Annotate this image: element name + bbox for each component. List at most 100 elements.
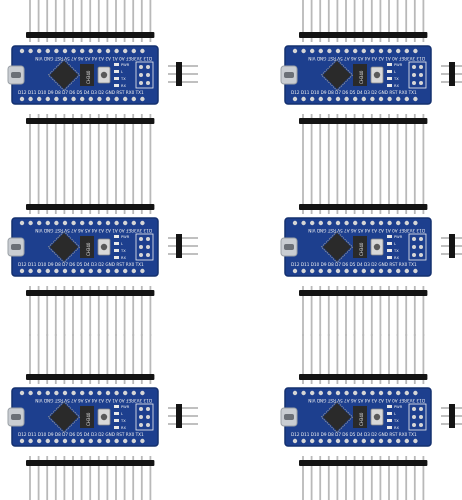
board-bottom-right-header-bottom bbox=[299, 456, 428, 500]
board-bottom-right-header-top bbox=[299, 334, 428, 384]
led-label: L bbox=[394, 70, 396, 74]
led-label: L bbox=[394, 412, 396, 416]
board-bottom-left: D13 3V3REF A0 A1 A2 A3 A4 A5 A6 A7 5V RS… bbox=[7, 334, 198, 500]
board-bottom-right-header-side bbox=[441, 404, 462, 428]
led-label: RX bbox=[121, 256, 126, 260]
icsp-pads bbox=[408, 233, 427, 261]
led-label: L bbox=[121, 412, 123, 416]
silkscreen-bottom: D12 D11 D10 D9 D8 D7 D6 D5 D4 D3 D2 GND … bbox=[18, 262, 144, 267]
board-middle-left-header-top bbox=[26, 164, 155, 214]
led-label: TX bbox=[120, 249, 126, 253]
led bbox=[114, 77, 119, 80]
led bbox=[387, 412, 392, 415]
silkscreen-top: D13 3V3REF A0 A1 A2 A3 A4 A5 A6 A7 5V RS… bbox=[35, 398, 152, 403]
board-top-right-header-bottom bbox=[299, 114, 428, 164]
led bbox=[114, 256, 119, 259]
led bbox=[387, 256, 392, 259]
led-label: PWR bbox=[121, 405, 130, 409]
silkscreen-bottom: D12 D11 D10 D9 D8 D7 D6 D5 D4 D3 D2 GND … bbox=[291, 262, 417, 267]
silkscreen-bottom: D12 D11 D10 D9 D8 D7 D6 D5 D4 D3 D2 GND … bbox=[18, 90, 144, 95]
microcontroller-chip bbox=[322, 402, 352, 432]
usb-serial-chip bbox=[353, 64, 367, 86]
led bbox=[114, 63, 119, 66]
led bbox=[387, 84, 392, 87]
chip-label: CH340 bbox=[86, 70, 91, 84]
led-label: L bbox=[121, 242, 123, 246]
board-middle-right-header-side bbox=[441, 234, 462, 258]
board-top-left-header-side bbox=[168, 62, 198, 86]
board-top-right-header-side bbox=[441, 62, 462, 86]
icsp-pads bbox=[408, 61, 427, 89]
led bbox=[114, 419, 119, 422]
led-label: PWR bbox=[121, 63, 130, 67]
led bbox=[114, 84, 119, 87]
led bbox=[114, 426, 119, 429]
led bbox=[114, 70, 119, 73]
board-top-right-header-top bbox=[299, 0, 428, 42]
usb-serial-chip bbox=[353, 406, 367, 428]
silkscreen-bottom: D12 D11 D10 D9 D8 D7 D6 D5 D4 D3 D2 GND … bbox=[18, 432, 144, 437]
usb-serial-chip bbox=[80, 406, 94, 428]
icsp-pads bbox=[135, 61, 154, 89]
icsp-pads bbox=[135, 403, 154, 431]
board-bottom-right: D13 3V3REF A0 A1 A2 A3 A4 A5 A6 A7 5V RS… bbox=[280, 334, 462, 500]
led bbox=[114, 242, 119, 245]
led bbox=[114, 412, 119, 415]
led-label: TX bbox=[393, 419, 399, 423]
microcontroller-chip bbox=[49, 60, 79, 90]
board-bottom-left-header-bottom bbox=[26, 456, 155, 500]
led-label: PWR bbox=[394, 405, 403, 409]
led bbox=[387, 249, 392, 252]
led-label: RX bbox=[394, 426, 399, 430]
board-top-right: D13 3V3REF A0 A1 A2 A3 A4 A5 A6 A7 5V RS… bbox=[280, 0, 462, 164]
usb-serial-chip bbox=[353, 236, 367, 258]
icsp-pads bbox=[135, 233, 154, 261]
led bbox=[387, 242, 392, 245]
board-middle-right-header-bottom bbox=[299, 286, 428, 336]
silkscreen-top: D13 3V3REF A0 A1 A2 A3 A4 A5 A6 A7 5V RS… bbox=[308, 56, 425, 61]
chip-label: CH340 bbox=[359, 242, 364, 256]
led-label: RX bbox=[394, 84, 399, 88]
board-middle-right-header-top bbox=[299, 164, 428, 214]
silkscreen-top: D13 3V3REF A0 A1 A2 A3 A4 A5 A6 A7 5V RS… bbox=[308, 228, 425, 233]
led-label: RX bbox=[121, 84, 126, 88]
silkscreen-bottom: D12 D11 D10 D9 D8 D7 D6 D5 D4 D3 D2 GND … bbox=[291, 432, 417, 437]
led-label: L bbox=[394, 242, 396, 246]
led-label: TX bbox=[120, 77, 126, 81]
chip-label: CH340 bbox=[359, 412, 364, 426]
led bbox=[114, 235, 119, 238]
led bbox=[114, 405, 119, 408]
silkscreen-top: D13 3V3REF A0 A1 A2 A3 A4 A5 A6 A7 5V RS… bbox=[308, 398, 425, 403]
led bbox=[387, 426, 392, 429]
led-label: TX bbox=[393, 77, 399, 81]
led-label: TX bbox=[120, 419, 126, 423]
led-label: L bbox=[121, 70, 123, 74]
silkscreen-top: D13 3V3REF A0 A1 A2 A3 A4 A5 A6 A7 5V RS… bbox=[35, 228, 152, 233]
usb-serial-chip bbox=[80, 64, 94, 86]
board-top-left-header-bottom bbox=[26, 114, 155, 164]
board-top-left: D13 3V3REF A0 A1 A2 A3 A4 A5 A6 A7 5V RS… bbox=[7, 0, 198, 164]
board-top-left-header-top bbox=[26, 0, 155, 42]
chip-label: CH340 bbox=[359, 70, 364, 84]
board-middle-left-header-side bbox=[168, 234, 198, 258]
board-bottom-left-header-top bbox=[26, 334, 155, 384]
chip-label: CH340 bbox=[86, 412, 91, 426]
board-bottom-left-header-side bbox=[168, 404, 198, 428]
led-label: PWR bbox=[394, 63, 403, 67]
led bbox=[387, 63, 392, 66]
led-label: PWR bbox=[394, 235, 403, 239]
silkscreen-top: D13 3V3REF A0 A1 A2 A3 A4 A5 A6 A7 5V RS… bbox=[35, 56, 152, 61]
led-label: TX bbox=[393, 249, 399, 253]
led bbox=[114, 249, 119, 252]
icsp-pads bbox=[408, 403, 427, 431]
led bbox=[387, 419, 392, 422]
board-middle-left: D13 3V3REF A0 A1 A2 A3 A4 A5 A6 A7 5V RS… bbox=[7, 164, 198, 336]
usb-serial-chip bbox=[80, 236, 94, 258]
silkscreen-bottom: D12 D11 D10 D9 D8 D7 D6 D5 D4 D3 D2 GND … bbox=[291, 90, 417, 95]
led-label: PWR bbox=[121, 235, 130, 239]
led bbox=[387, 405, 392, 408]
board-middle-right: D13 3V3REF A0 A1 A2 A3 A4 A5 A6 A7 5V RS… bbox=[280, 164, 462, 336]
led-label: RX bbox=[394, 256, 399, 260]
chip-label: CH340 bbox=[86, 242, 91, 256]
